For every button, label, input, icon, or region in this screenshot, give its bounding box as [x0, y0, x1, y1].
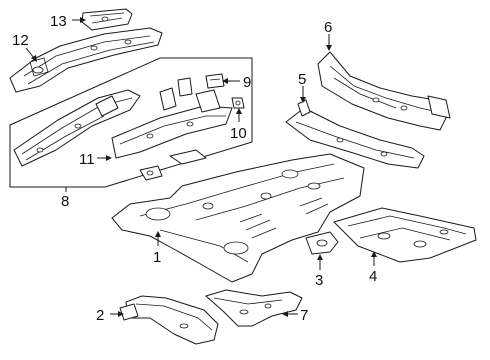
callout-7: 7 [300, 307, 308, 324]
callout-11: 11 [79, 151, 95, 168]
callout-6: 6 [324, 19, 332, 36]
part-13-bracket [81, 8, 133, 31]
callout-9: 9 [243, 74, 251, 91]
callout-12: 12 [12, 32, 29, 49]
part-6-upper-panel [317, 51, 451, 131]
part-2-crossmember [119, 295, 219, 345]
part-4-rear-panel [333, 207, 477, 263]
leader-lines [25, 17, 377, 317]
part-8-side-rail [13, 89, 141, 167]
part-10-nut [231, 97, 245, 109]
part-8-small-brackets [139, 77, 207, 181]
part-1-floor-pan [111, 153, 365, 283]
callout-3: 3 [315, 272, 323, 289]
part-7-crossmember [205, 289, 303, 327]
callout-2: 2 [96, 307, 104, 324]
part-12-rail [9, 27, 163, 93]
part-3-bracket [305, 231, 339, 255]
callout-10: 10 [230, 125, 247, 142]
callout-1: 1 [153, 249, 161, 266]
part-8-crossmember [111, 89, 233, 159]
group-8-box [9, 57, 253, 188]
part-5-crossmember [285, 99, 425, 169]
part-9-clip [205, 73, 225, 89]
callout-13: 13 [50, 13, 67, 30]
callout-5: 5 [298, 71, 306, 88]
callout-8: 8 [61, 193, 69, 210]
callout-4: 4 [369, 268, 377, 285]
